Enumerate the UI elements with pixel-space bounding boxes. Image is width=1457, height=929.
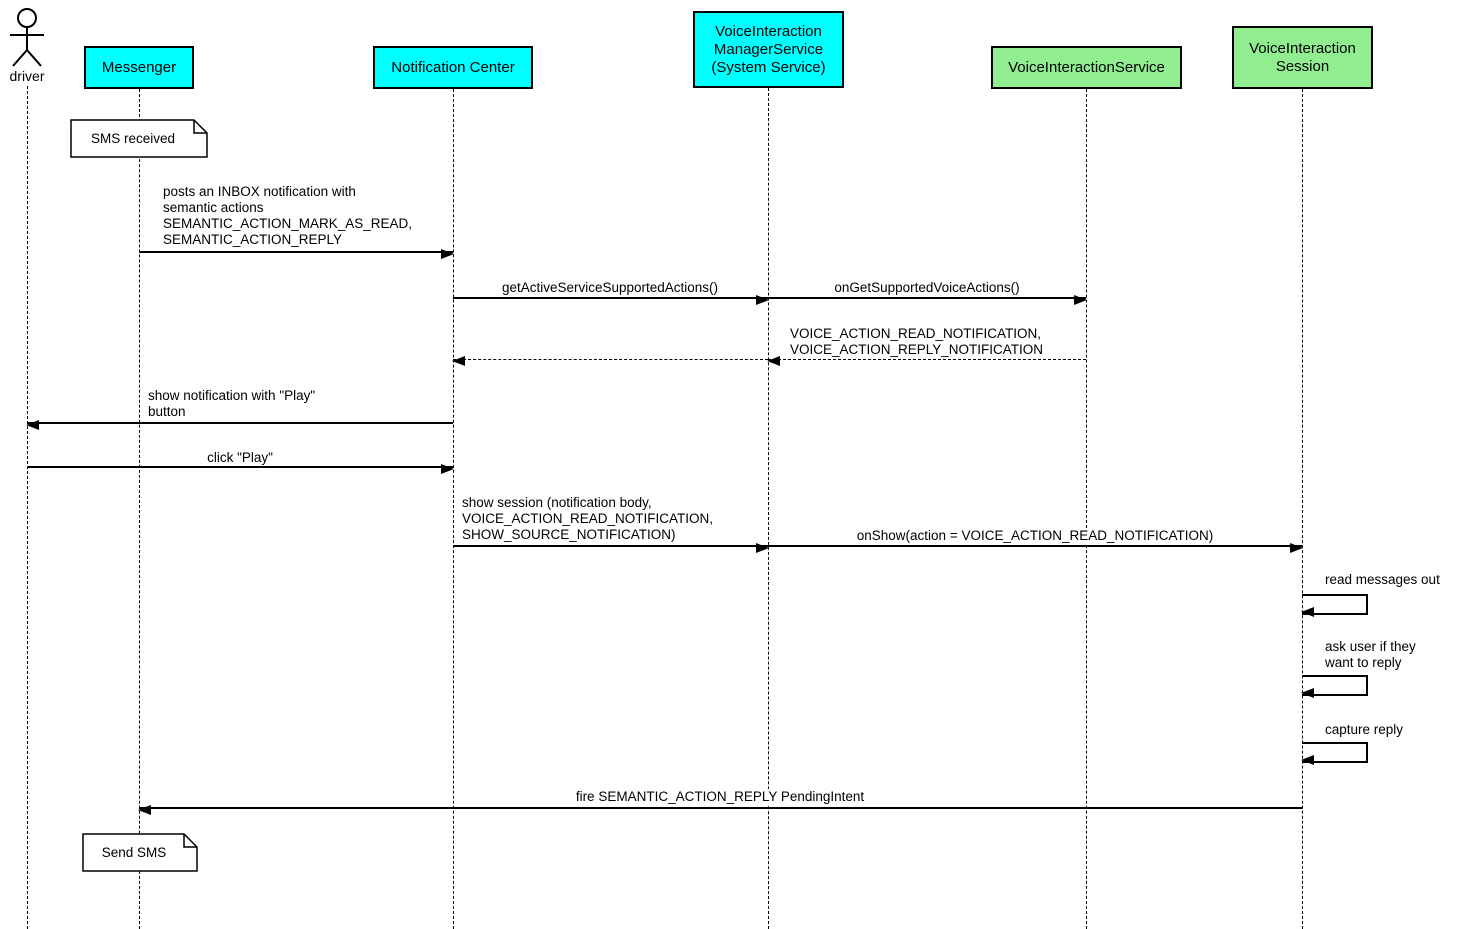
note-sms-received	[70, 119, 208, 158]
lifeline-voiceinteraction-session	[1302, 89, 1303, 929]
note-send-sms	[82, 833, 198, 872]
note-send-sms-label: Send SMS	[101, 844, 167, 860]
message-fire-pending-intent	[138, 805, 1302, 815]
lifeline-voiceinteractionservice	[1086, 89, 1087, 929]
lifeline-voiceinteraction-managerservice	[768, 88, 769, 929]
actor-icon	[10, 8, 44, 67]
actor-label: driver	[9, 68, 45, 84]
message-posts-inbox	[139, 249, 454, 259]
self-message-label-capture-reply: capture reply	[1323, 722, 1406, 738]
participant-voiceinteractionservice: VoiceInteractionService	[991, 46, 1182, 89]
participant-voiceinteraction-managerservice: VoiceInteraction ManagerService (System …	[693, 11, 844, 88]
arrowhead-icon	[756, 295, 769, 305]
arrowhead-icon	[1290, 543, 1303, 553]
participant-notification-center: Notification Center	[373, 46, 533, 89]
arrowhead-icon	[767, 356, 780, 366]
note-sms-received-label: SMS received	[90, 130, 176, 146]
message-label-show-session: show session (notification body, VOICE_A…	[460, 495, 716, 543]
message-label-posts-inbox: posts an INBOX notification with semanti…	[161, 184, 415, 248]
arrowhead-icon	[441, 249, 454, 259]
message-voice-actions-return	[767, 356, 1086, 366]
self-message-label-read-messages: read messages out	[1323, 572, 1442, 588]
arrowhead-icon	[1074, 295, 1087, 305]
message-on-show	[768, 543, 1303, 553]
arrowhead-icon	[1301, 755, 1314, 765]
message-show-session	[453, 543, 769, 553]
message-get-active-service	[453, 295, 769, 305]
message-return-to-notification-center	[452, 356, 768, 366]
arrowhead-icon	[441, 464, 454, 474]
arrowhead-icon	[26, 420, 39, 430]
self-message-read-messages	[1301, 594, 1368, 617]
arrowhead-icon	[1301, 607, 1314, 617]
message-label-get-active-service: getActiveServiceSupportedActions()	[499, 280, 721, 296]
arrowhead-icon	[1301, 688, 1314, 698]
arrowhead-icon	[756, 543, 769, 553]
message-label-fire-pending-intent: fire SEMANTIC_ACTION_REPLY PendingIntent	[573, 789, 867, 805]
message-label-on-get-supported: onGetSupportedVoiceActions()	[832, 280, 1022, 296]
arrowhead-icon	[452, 356, 465, 366]
self-message-label-ask-user: ask user if they want to reply	[1323, 639, 1418, 671]
message-label-on-show: onShow(action = VOICE_ACTION_READ_NOTIFI…	[854, 528, 1216, 544]
lifeline-messenger	[139, 89, 140, 929]
message-label-click-play: click "Play"	[205, 450, 275, 466]
lifeline-driver	[27, 86, 28, 929]
participant-voiceinteraction-session: VoiceInteraction Session	[1232, 26, 1373, 89]
self-message-ask-user	[1301, 675, 1368, 698]
message-click-play	[27, 464, 454, 474]
self-message-capture-reply	[1301, 742, 1368, 765]
message-label-show-notification: show notification with "Play" button	[146, 388, 318, 420]
lifeline-notification-center	[453, 89, 454, 929]
message-show-notification	[26, 420, 453, 430]
arrowhead-icon	[138, 805, 151, 815]
message-on-get-supported	[768, 295, 1087, 305]
participant-messenger: Messenger	[84, 46, 194, 89]
message-label-voice-actions-return: VOICE_ACTION_READ_NOTIFICATION, VOICE_AC…	[788, 326, 1046, 358]
